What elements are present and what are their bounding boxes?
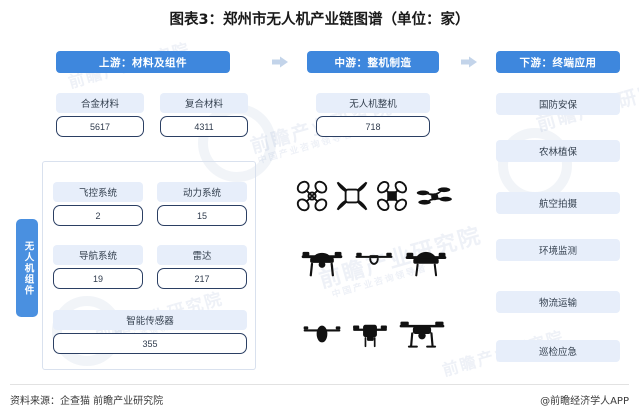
card-smart-sensor[interactable]: 智能传感器 355 bbox=[53, 310, 247, 354]
card-label: 智能传感器 bbox=[53, 310, 247, 330]
card-navigation-system[interactable]: 导航系统 19 bbox=[53, 245, 143, 289]
card-value: 718 bbox=[316, 116, 430, 137]
component-group-label: 无人机组件 bbox=[16, 219, 38, 317]
drone-quad-outline-icon bbox=[296, 180, 328, 212]
drone-quad-square-icon bbox=[336, 181, 368, 211]
card-label: 动力系统 bbox=[157, 182, 247, 202]
card-environment-monitoring[interactable]: 环境监测 bbox=[496, 239, 620, 261]
card-label: 飞控系统 bbox=[53, 182, 143, 202]
arrow-right-icon bbox=[272, 56, 288, 68]
card-value: 5617 bbox=[56, 116, 144, 137]
drone-quad-solid-icon bbox=[377, 180, 408, 212]
drone-quad-perspective-icon bbox=[416, 187, 453, 205]
card-label: 合金材料 bbox=[56, 93, 144, 113]
card-radar[interactable]: 雷达 217 bbox=[157, 245, 247, 289]
footer-divider bbox=[10, 384, 629, 385]
card-aerial-photography[interactable]: 航空拍摄 bbox=[496, 192, 620, 214]
drone-illustration-row-2 bbox=[296, 240, 452, 284]
card-label: 复合材料 bbox=[160, 93, 248, 113]
card-inspection-emergency[interactable]: 巡检应急 bbox=[496, 340, 620, 362]
card-alloy-material[interactable]: 合金材料 5617 bbox=[56, 93, 144, 137]
page-title: 图表3：郑州市无人机产业链图谱（单位：家） bbox=[169, 12, 470, 28]
drone-front-dome-icon bbox=[405, 251, 447, 277]
card-value: 217 bbox=[157, 268, 247, 289]
drone-illustration-row-1 bbox=[296, 172, 453, 220]
card-value: 355 bbox=[53, 333, 247, 354]
card-label: 导航系统 bbox=[53, 245, 143, 265]
card-composite-material[interactable]: 复合材料 4311 bbox=[160, 93, 248, 137]
drone-side-large-icon bbox=[399, 321, 445, 348]
arrow-right-icon bbox=[461, 56, 477, 68]
drone-front-slim-icon bbox=[355, 252, 393, 265]
footer-credit: @前瞻经济学人APP bbox=[540, 396, 629, 407]
footer-source: 资料来源：企查猫 前瞻产业研究院 bbox=[10, 396, 164, 407]
card-logistics-transport[interactable]: 物流运输 bbox=[496, 291, 620, 313]
card-agriculture-forestry[interactable]: 农林植保 bbox=[496, 140, 620, 162]
component-group-box bbox=[42, 161, 256, 370]
card-label: 无人机整机 bbox=[316, 93, 430, 113]
card-complete-drone[interactable]: 无人机整机 718 bbox=[316, 93, 430, 137]
header-downstream[interactable]: 下游：终端应用 bbox=[496, 51, 620, 73]
card-value: 2 bbox=[53, 205, 143, 226]
card-power-system[interactable]: 动力系统 15 bbox=[157, 182, 247, 226]
card-defense-security[interactable]: 国防安保 bbox=[496, 93, 620, 115]
header-upstream[interactable]: 上游：材料及组件 bbox=[56, 51, 230, 73]
drone-side-oval-icon bbox=[303, 325, 341, 343]
card-value: 15 bbox=[157, 205, 247, 226]
card-flight-control-system[interactable]: 飞控系统 2 bbox=[53, 182, 143, 226]
drone-illustration-row-3 bbox=[296, 312, 452, 356]
card-value: 19 bbox=[53, 268, 143, 289]
card-label: 雷达 bbox=[157, 245, 247, 265]
card-value: 4311 bbox=[160, 116, 248, 137]
drone-front-heavy-icon bbox=[301, 251, 343, 277]
drone-side-box-icon bbox=[353, 324, 387, 348]
header-midstream[interactable]: 中游：整机制造 bbox=[307, 51, 439, 73]
